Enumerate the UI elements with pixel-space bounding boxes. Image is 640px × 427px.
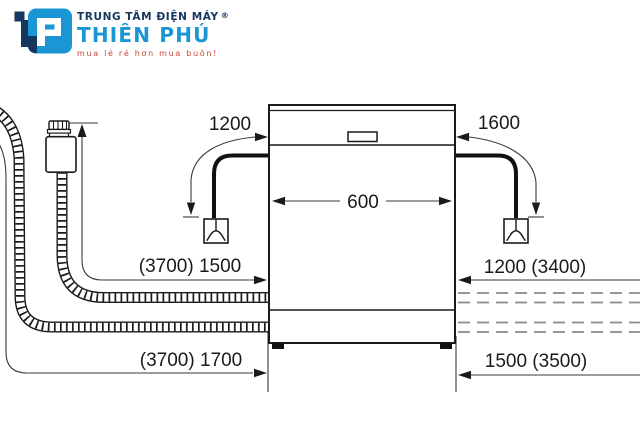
drain-hose <box>0 107 268 333</box>
left-socket-down-arrow <box>186 202 196 215</box>
tap-connector <box>45 120 77 173</box>
right-foot <box>440 343 452 349</box>
store-logo: TRUNG TÂM ĐIỆN MÁY® THIÊN PHÚ mua lẻ rẻ … <box>14 8 229 58</box>
tap-cap-threads <box>52 121 68 130</box>
logo-tagline: mua lẻ rẻ hơn mua buôn! <box>77 49 219 58</box>
width-right-arrow <box>439 196 452 206</box>
drain-hose-arrow <box>254 368 267 378</box>
right-socket-down-arrow <box>531 202 541 215</box>
supply-hose-dim-line <box>81 137 254 281</box>
right-upper-arrow <box>458 275 471 285</box>
arrowheads <box>77 124 541 380</box>
logo-brand-name: THIÊN PHÚ <box>77 23 211 47</box>
left-cord-arrow <box>255 132 268 142</box>
supply-hose-label: (3700) 1500 <box>139 256 241 277</box>
socket-left-icon <box>203 218 229 244</box>
right-cord-label: 1600 <box>478 113 520 134</box>
width-left-arrow <box>272 196 285 206</box>
thien-phu-logo-icon <box>14 8 72 54</box>
dimension-lines <box>0 122 640 392</box>
appliance-width-label: 600 <box>347 192 379 213</box>
dimension-labels: 1200 1600 600 (3700) 1500 1200 (3400) (3… <box>139 113 587 372</box>
drain-hose-label: (3700) 1700 <box>140 350 242 371</box>
right-cord-dim-line <box>468 136 537 202</box>
drain-hose-dim-line <box>0 144 253 374</box>
supply-hose-arrow <box>254 275 267 285</box>
logo-corner-accent <box>28 36 37 53</box>
right-cord-arrow <box>456 132 469 142</box>
logo-t-bar <box>21 20 29 47</box>
tap-up-arrow <box>77 124 87 137</box>
supply-hose <box>56 166 268 303</box>
logo-small-square <box>14 11 25 22</box>
socket-right-icon <box>503 218 529 244</box>
left-cord-dim-line <box>190 136 256 202</box>
right-lower-label: 1500 (3500) <box>485 351 587 372</box>
logo-letter-p <box>37 18 61 46</box>
right-lower-arrow <box>458 370 471 380</box>
aquastop-box <box>45 135 77 173</box>
registered-mark: ® <box>220 11 230 20</box>
extension-hoses-dashed <box>458 292 640 333</box>
left-cord-label: 1200 <box>209 114 251 135</box>
dishwasher-body <box>268 104 456 349</box>
power-cable-right <box>456 153 518 218</box>
power-cable-left <box>212 153 268 218</box>
door-handle <box>347 131 378 143</box>
left-foot <box>272 343 284 349</box>
right-upper-label: 1200 (3400) <box>484 257 586 278</box>
logo-line1: TRUNG TÂM ĐIỆN MÁY® <box>77 11 230 23</box>
